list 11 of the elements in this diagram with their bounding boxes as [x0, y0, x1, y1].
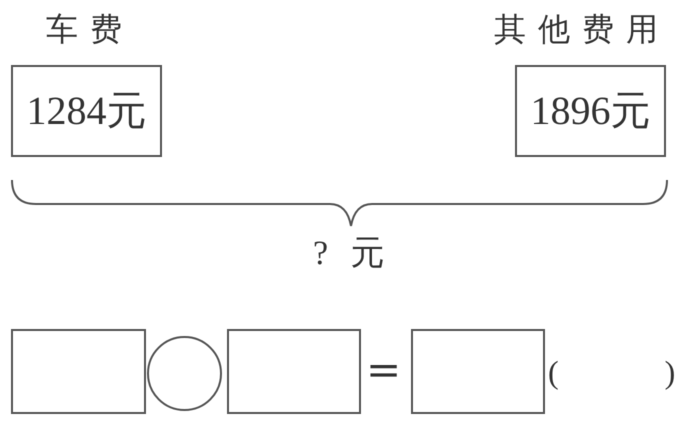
equals-sign: =	[366, 346, 402, 394]
unit-blank: ( )	[548, 353, 676, 392]
value-box: 1896元	[515, 65, 666, 157]
value-box: 1284元	[11, 65, 162, 157]
heading-text: 其他费用	[494, 10, 670, 49]
brace-label: ? 元	[313, 234, 385, 274]
answer-box	[411, 329, 545, 414]
answer-circle	[147, 336, 222, 411]
answer-box	[11, 329, 146, 414]
answer-box	[227, 329, 361, 414]
heading-text: 车费	[46, 10, 134, 49]
